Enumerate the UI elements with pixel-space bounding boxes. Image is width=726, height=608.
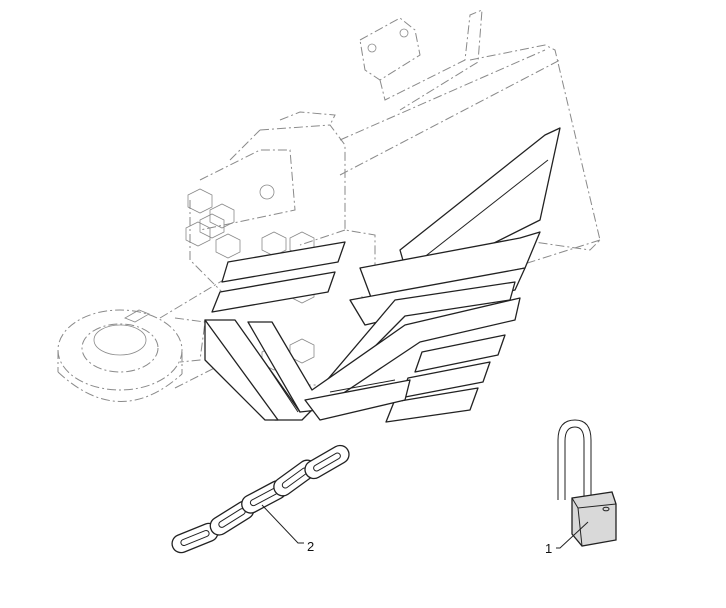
callout-leader-2 <box>261 504 304 544</box>
phantom-hitch-assembly <box>57 9 601 402</box>
callout-1: 1 <box>545 541 552 556</box>
chevron-decal <box>204 127 561 423</box>
callout-leader-1 <box>556 521 589 549</box>
chain-part <box>171 444 350 554</box>
padlock-part <box>557 419 617 547</box>
chain-link <box>304 444 350 480</box>
callout-2: 2 <box>307 539 314 554</box>
padlock-body <box>571 491 617 547</box>
